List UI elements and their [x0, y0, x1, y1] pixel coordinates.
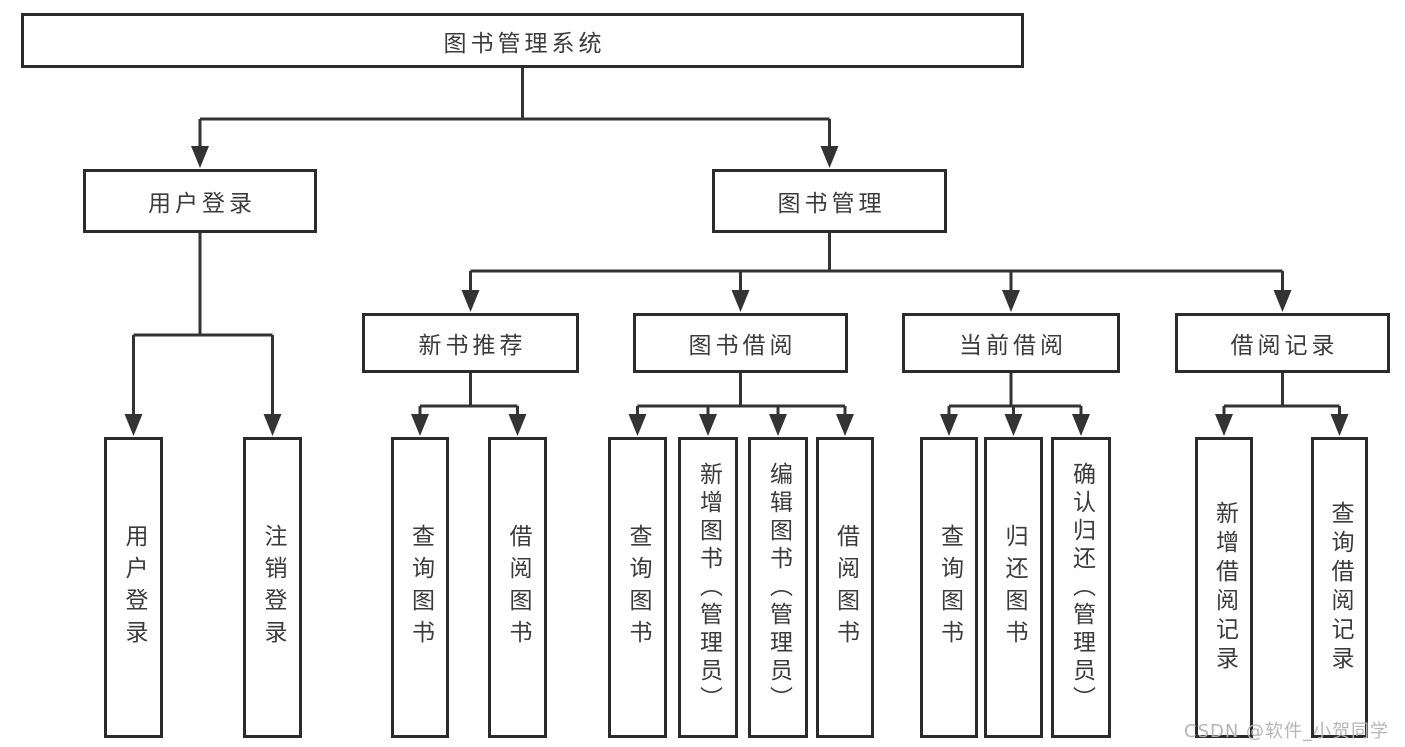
leaf-query-books-2: 查询图书 [608, 437, 667, 738]
node-borrowing-records: 借阅记录 [1175, 313, 1390, 373]
leaf-edit-books-admin: 编辑图书（管理员） [748, 437, 808, 738]
leaf-borrow-books-1: 借阅图书 [488, 437, 547, 738]
leaf-return-books: 归还图书 [984, 437, 1043, 738]
node-book-management: 图书管理 [712, 169, 947, 233]
leaf-add-books-admin: 新增图书（管理员） [678, 437, 738, 738]
leaf-add-borrow-record: 新增借阅记录 [1195, 437, 1253, 738]
node-current-borrowing: 当前借阅 [902, 313, 1120, 373]
node-new-book-recommend: 新书推荐 [362, 313, 579, 373]
leaf-query-books-1: 查询图书 [391, 437, 449, 738]
leaf-borrow-books-2: 借阅图书 [816, 437, 874, 738]
watermark: CSDN @软件_小贺同学 [1184, 721, 1390, 742]
leaf-confirm-return-admin: 确认归还（管理员） [1051, 437, 1111, 738]
node-library-system: 图书管理系统 [21, 13, 1024, 68]
leaf-query-borrow-record: 查询借阅记录 [1311, 437, 1368, 738]
node-book-borrowing: 图书借阅 [633, 313, 848, 373]
leaf-user-login: 用户登录 [104, 437, 163, 738]
leaf-query-books-3: 查询图书 [920, 437, 978, 738]
node-user-login: 用户登录 [83, 169, 317, 233]
leaf-logout: 注销登录 [243, 437, 302, 738]
